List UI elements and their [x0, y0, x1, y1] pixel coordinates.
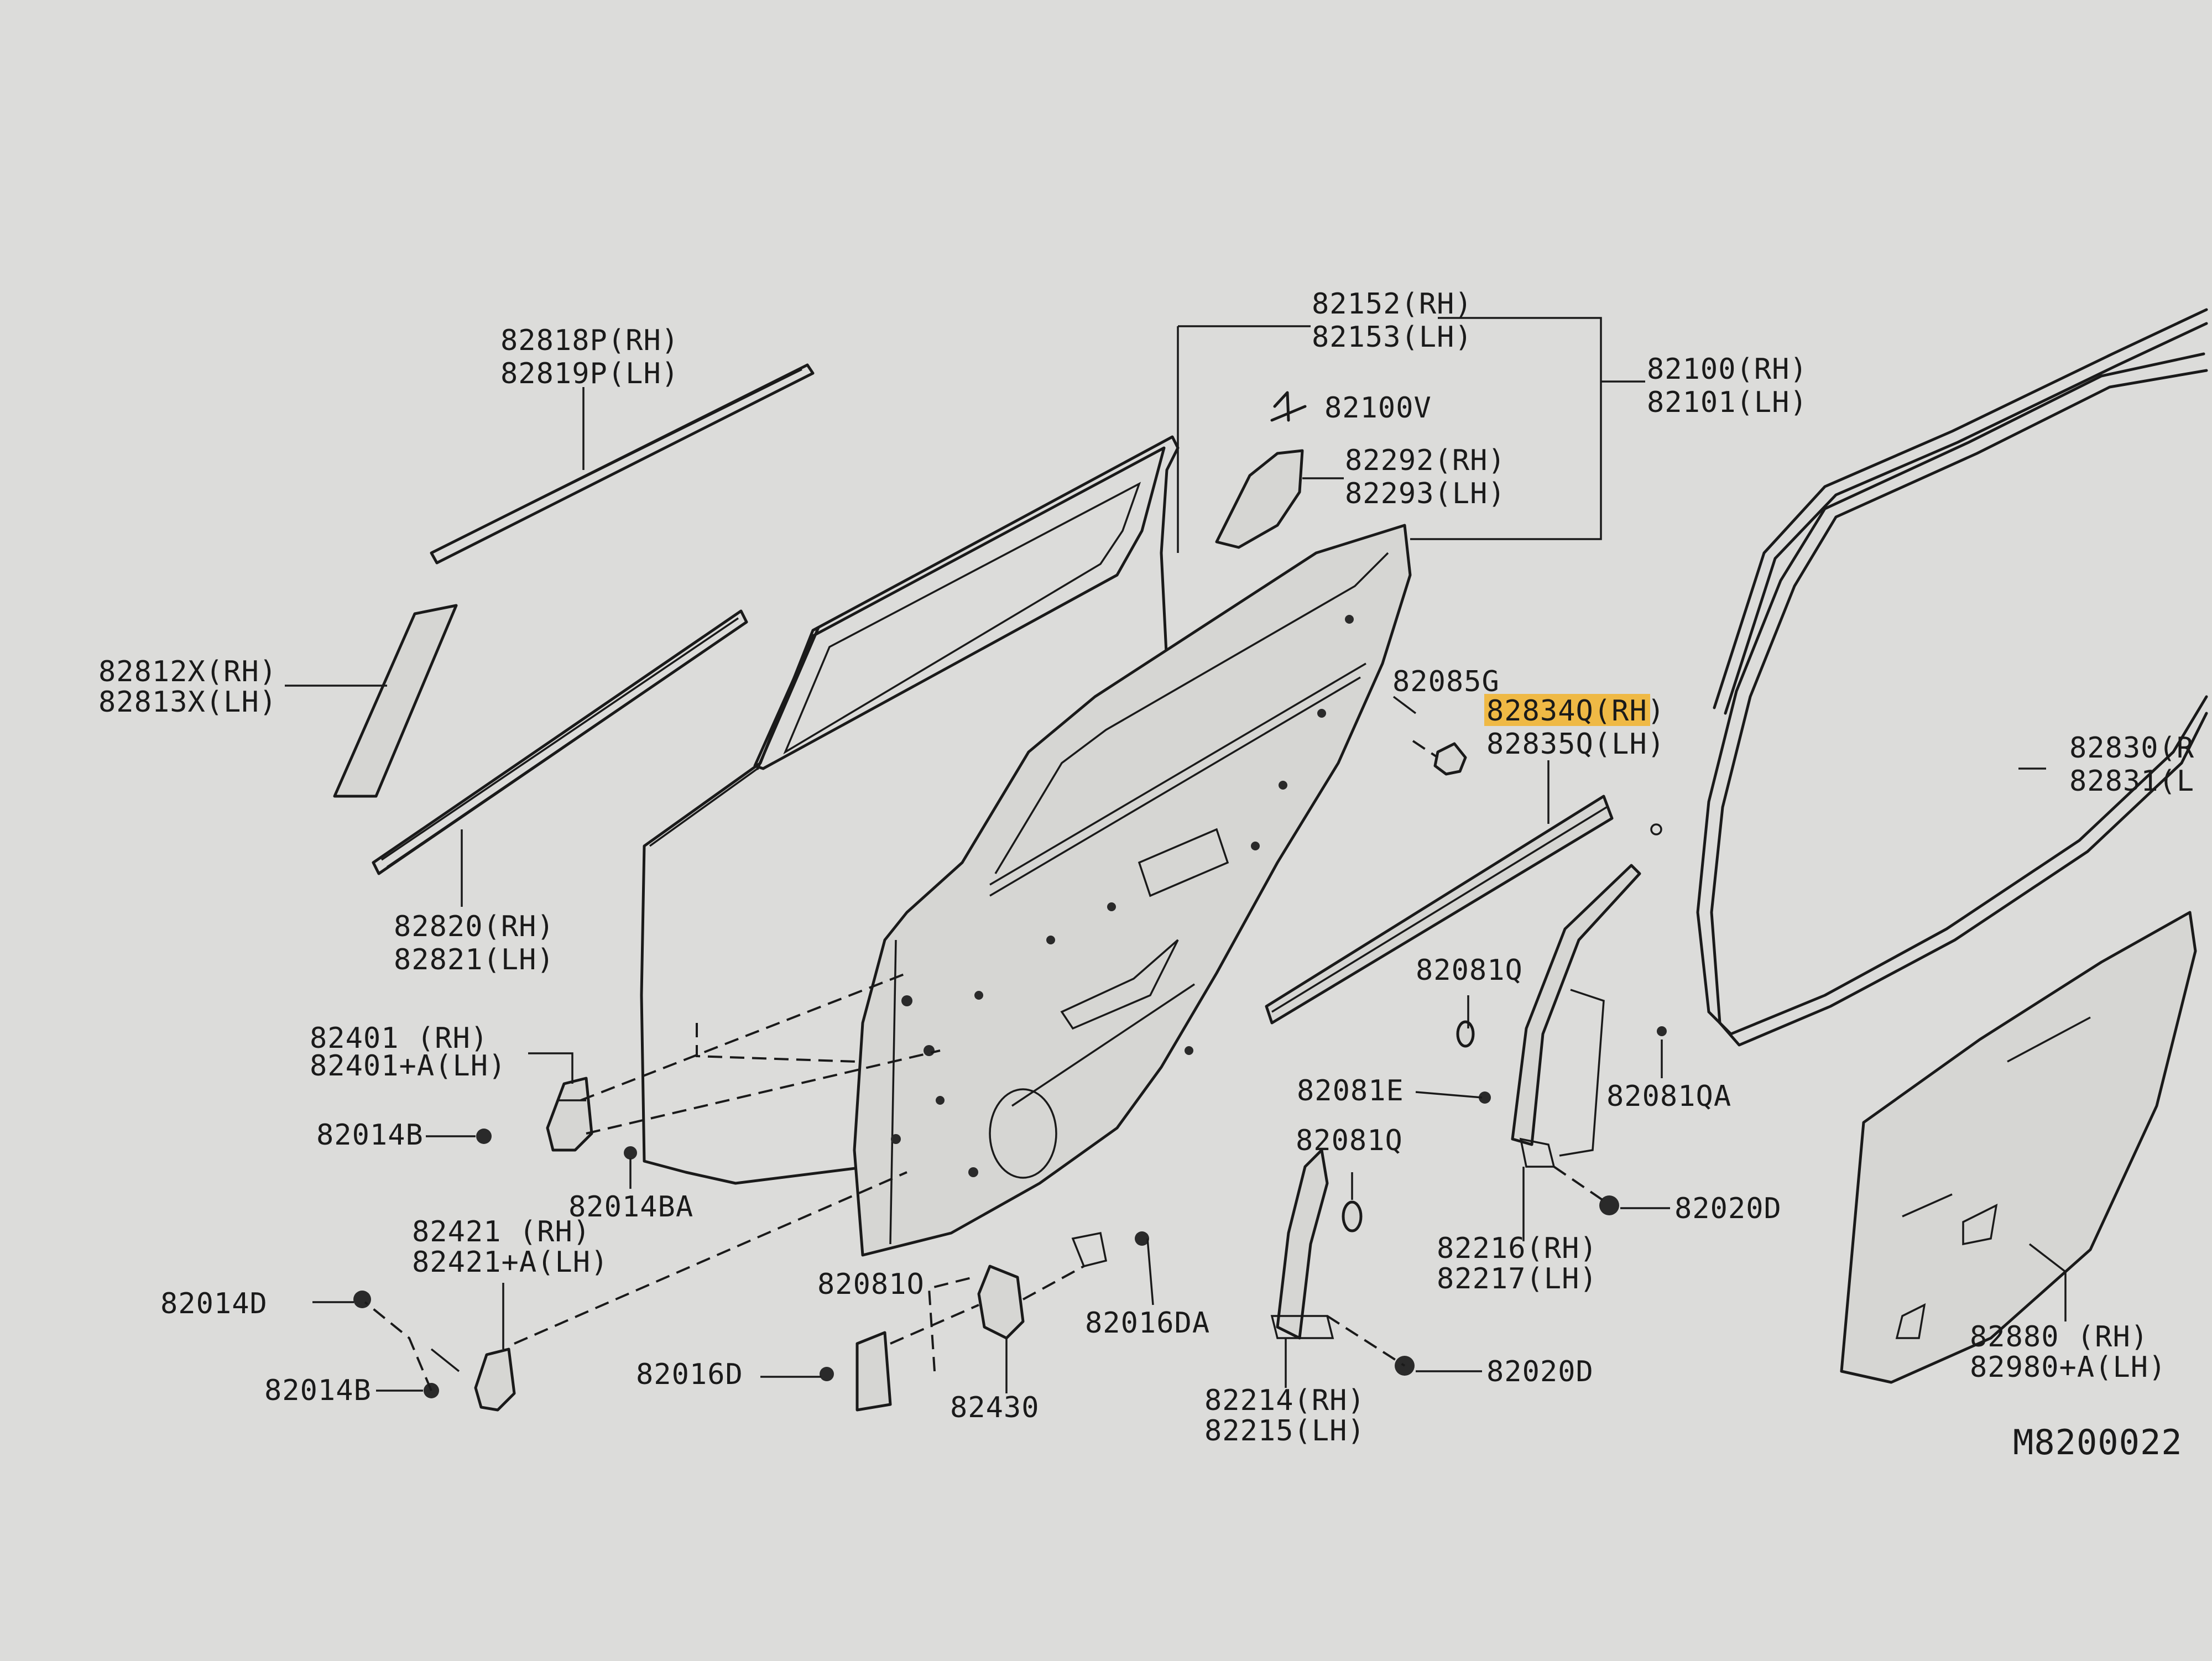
rear-guide-channel [1511, 864, 1641, 1168]
label-82813X: 82813X(LH) [98, 686, 277, 719]
sash-channel-strip [1265, 795, 1614, 1025]
bolt-82020D-a-icon [1599, 1195, 1619, 1215]
label-82020D-b: 82020D [1486, 1355, 1594, 1388]
bolt-82014D-icon [353, 1291, 371, 1308]
label-82830: 82830(R [2069, 732, 2194, 765]
label-82834Q: 82834Q(RH) [1486, 694, 1665, 728]
door-check [927, 1231, 1108, 1372]
protector-pad [855, 1331, 892, 1412]
label-82835Q: 82835Q(LH) [1486, 728, 1665, 761]
label-82081Q-a: 82081Q [1416, 954, 1523, 987]
bolt-82016DA-icon [1135, 1231, 1149, 1246]
label-82821: 82821(LH) [394, 943, 555, 976]
label-82014B-b: 82014B [264, 1374, 372, 1407]
label-82421A: 82421+A(LH) [412, 1246, 608, 1279]
label-82421: 82421 (RH) [412, 1215, 591, 1249]
label-82016DA: 82016DA [1085, 1307, 1210, 1340]
label-82292: 82292(RH) [1345, 444, 1506, 477]
bolt-icon [1270, 391, 1307, 422]
front-guide-channel [1270, 1148, 1334, 1340]
door-weatherstrip [1696, 308, 2208, 1047]
label-82020D-a: 82020D [1674, 1192, 1782, 1225]
label-82818P: 82818P(RH) [500, 324, 679, 357]
assembly-dash-lines [364, 740, 1608, 1391]
clip-82081E [1479, 1091, 1491, 1104]
label-82820: 82820(RH) [394, 910, 555, 943]
label-82812X: 82812X(RH) [98, 655, 277, 688]
clip-82081Q-a [1456, 1020, 1475, 1048]
grommet-plug [1433, 742, 1467, 776]
label-82216: 82216(RH) [1437, 1232, 1598, 1265]
label-82819P: 82819P(LH) [500, 357, 679, 390]
drawing-code: M8200022 [2013, 1422, 2183, 1462]
label-82100V: 82100V [1324, 391, 1432, 425]
bolt-82014B-a-icon [476, 1129, 492, 1144]
label-82980A: 82980+A(LH) [1970, 1351, 2166, 1384]
label-82085G: 82085G [1392, 665, 1500, 698]
label-82016D: 82016D [636, 1358, 743, 1391]
label-82214: 82214(RH) [1204, 1384, 1365, 1417]
label-82152: 82152(RH) [1312, 288, 1473, 321]
bolt-82016D-icon [820, 1367, 834, 1381]
quarter-glass [1215, 449, 1304, 549]
label-82293: 82293(LH) [1345, 477, 1506, 510]
label-82014B-a: 82014B [316, 1119, 424, 1152]
part-labels: 82818P(RH) 82819P(LH) 82152(RH) 82153(LH… [98, 288, 2194, 1462]
door-trim-panel [1840, 911, 2197, 1384]
highlight-82834Q [1484, 694, 1650, 726]
label-82081E: 82081E [1297, 1074, 1404, 1108]
bolt-82014BA-icon [624, 1146, 637, 1159]
belt-weatherstrip-inner [372, 609, 748, 875]
upper-hinge [546, 1077, 593, 1152]
clip-top [1650, 823, 1662, 835]
inner-door-panel [853, 524, 1412, 1257]
label-82401A: 82401+A(LH) [310, 1049, 506, 1083]
corner-cover [333, 604, 458, 798]
label-82153: 82153(LH) [1312, 321, 1473, 354]
label-82401: 82401 (RH) [310, 1022, 488, 1055]
clip-82081Q-b [1342, 1200, 1363, 1232]
label-82014BA: 82014BA [568, 1190, 693, 1224]
lower-hinge [430, 1347, 516, 1412]
clip-82081QA [1657, 1026, 1667, 1036]
label-82081O: 82081O [817, 1268, 925, 1301]
label-82430: 82430 [950, 1391, 1040, 1424]
label-82880: 82880 (RH) [1970, 1320, 2148, 1354]
label-82217: 82217(LH) [1437, 1262, 1598, 1296]
window-moulding-outer [430, 363, 815, 565]
label-82100: 82100(RH) [1647, 353, 1808, 386]
label-82101: 82101(LH) [1647, 386, 1808, 419]
label-82081QA: 82081QA [1606, 1080, 1731, 1113]
label-82215: 82215(LH) [1204, 1414, 1365, 1448]
leader-lines [285, 317, 2067, 1393]
label-82081Q-b: 82081Q [1296, 1124, 1403, 1157]
label-82014D: 82014D [160, 1287, 268, 1320]
label-82831: 82831(L [2069, 765, 2194, 798]
